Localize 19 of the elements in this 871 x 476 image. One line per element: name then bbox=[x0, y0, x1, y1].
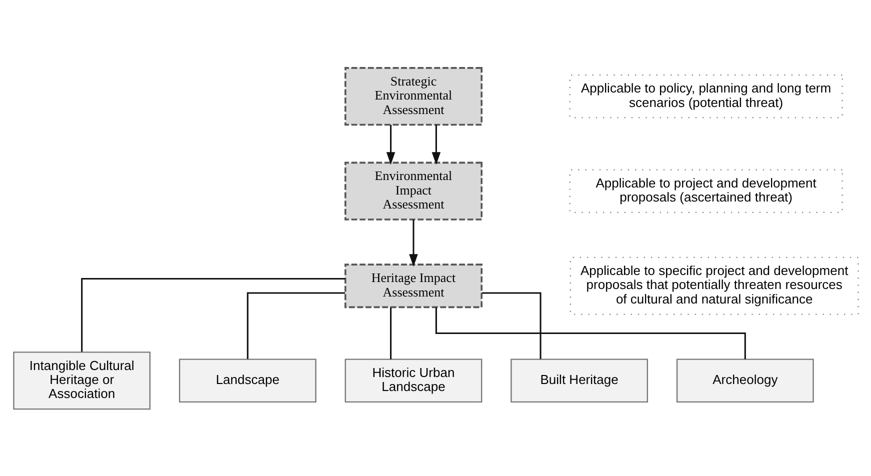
node-box: Archeology bbox=[676, 358, 814, 402]
connector bbox=[246, 292, 345, 358]
connector bbox=[434, 306, 746, 359]
node-box: Heritage Impact Assessment bbox=[344, 263, 482, 308]
node-box: Intangible Cultural Heritage or Association bbox=[12, 351, 150, 410]
connector bbox=[390, 306, 392, 359]
arrow bbox=[408, 219, 418, 266]
node-box: Applicable to specific project and development proposals that potentially threaten resources of cultural and natural significance bbox=[569, 256, 858, 314]
connector bbox=[481, 292, 541, 358]
node-box: Environmental Impact Assessment bbox=[344, 161, 482, 220]
node-box: Applicable to project and development proposals (ascertained threat) bbox=[568, 168, 842, 213]
node-box: Landscape bbox=[178, 358, 316, 402]
node-box: Strategic Environmental Assessment bbox=[344, 66, 482, 126]
connector bbox=[80, 278, 345, 352]
arrow bbox=[386, 124, 395, 164]
node-box: Applicable to policy, planning and long term scenarios (potential threat) bbox=[568, 74, 842, 118]
node-box: Historic Urban Landscape bbox=[344, 358, 482, 402]
arrow bbox=[431, 124, 440, 164]
node-box: Built Heritage bbox=[510, 358, 648, 402]
